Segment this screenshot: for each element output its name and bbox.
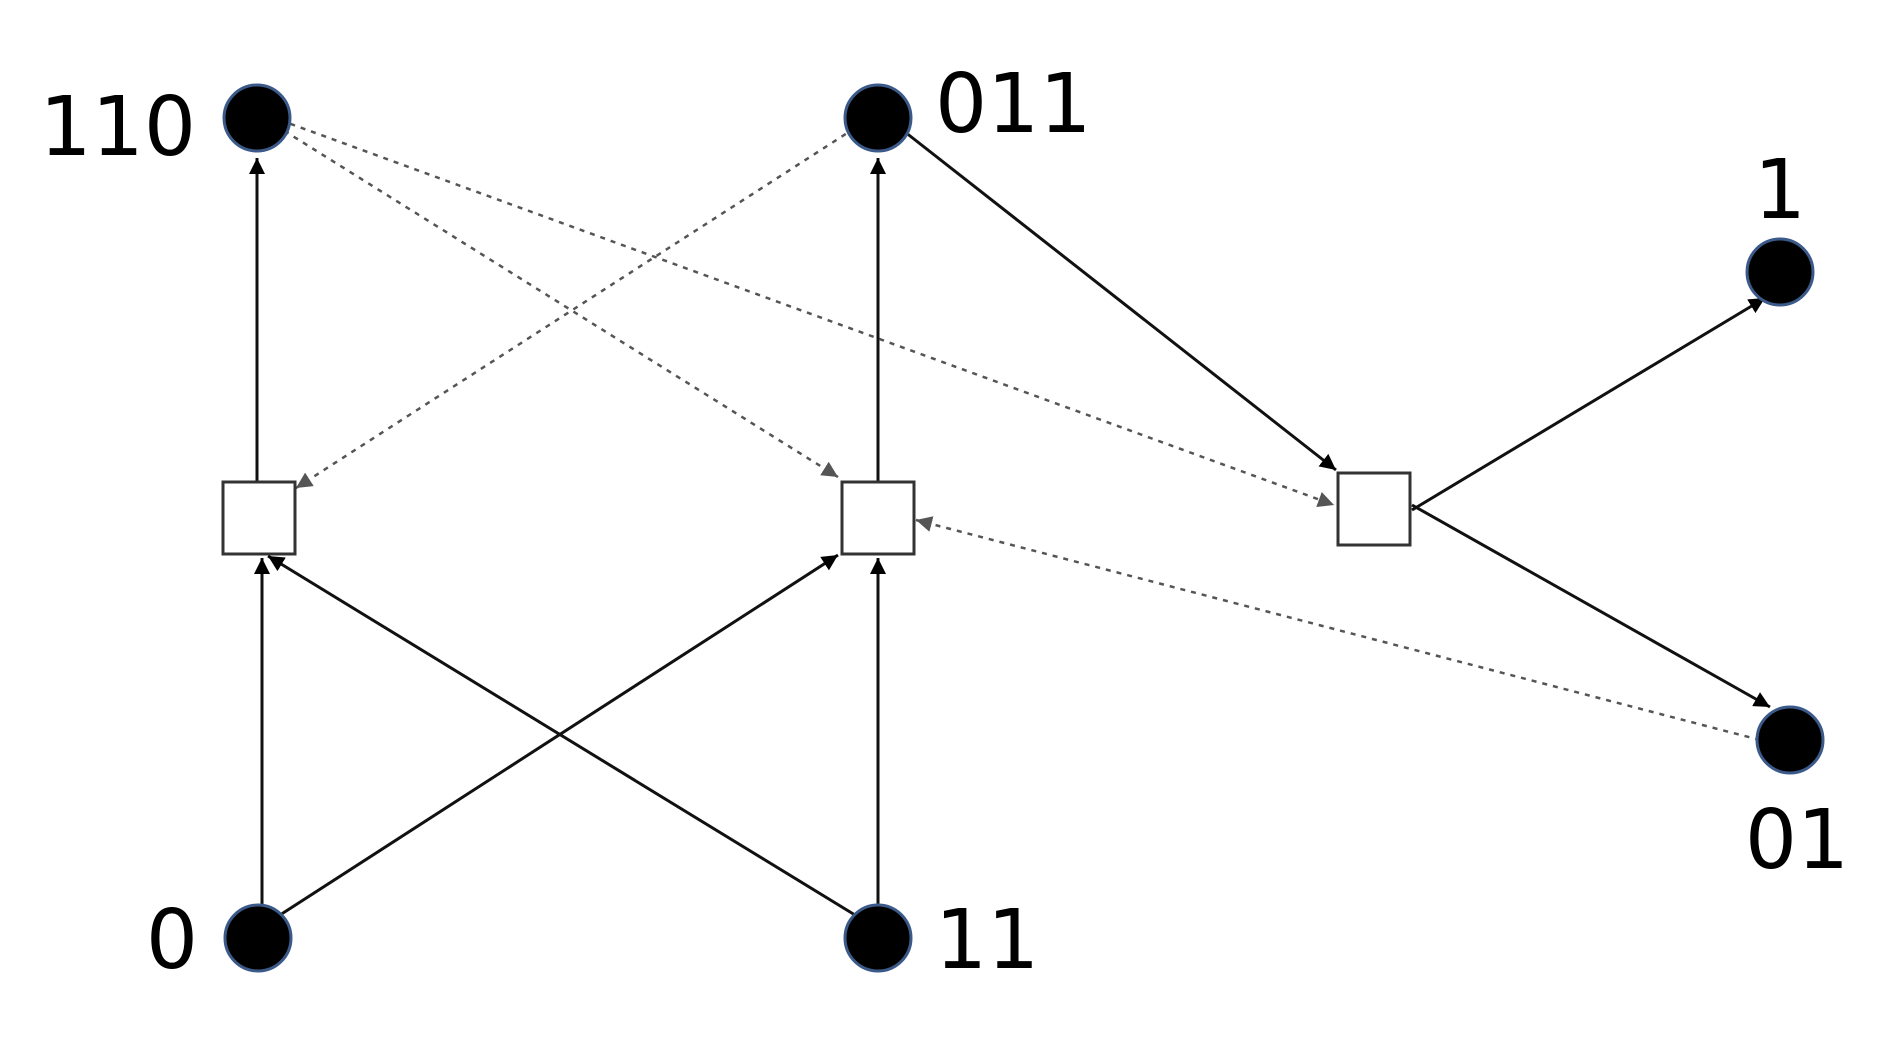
edge-011-to-factor-right: [904, 130, 1337, 472]
factor-middle: [840, 480, 916, 556]
edge-110-to-factor-middle: [274, 123, 839, 479]
factor-left: [221, 480, 297, 556]
variable-node-11: [843, 903, 913, 973]
factor-nodes: [221, 471, 1412, 556]
variable-nodes: [222, 83, 1825, 973]
edge-011-to-factor-left: [295, 126, 856, 490]
edge-factor-right-to-1: [1411, 296, 1766, 512]
edge-factor-right-to-01: [1411, 503, 1771, 709]
node-labels: 110 011 1 0 11 01: [39, 57, 1849, 988]
label-110: 110: [39, 80, 196, 175]
label-01: 01: [1745, 793, 1849, 888]
label-11: 11: [935, 893, 1039, 988]
variable-node-110: [222, 83, 292, 153]
edge-01-to-factor-middle: [915, 516, 1761, 742]
dotted-edges: [274, 118, 1761, 742]
factor-right: [1336, 471, 1412, 547]
variable-node-011: [843, 83, 913, 153]
label-011: 011: [935, 57, 1092, 152]
variable-node-01: [1755, 705, 1825, 775]
solid-edges: [249, 130, 1771, 917]
variable-node-0: [223, 903, 293, 973]
edge-11-to-factor-left: [267, 554, 856, 917]
label-0: 0: [146, 893, 198, 988]
variable-node-1: [1745, 237, 1815, 307]
edge-110-to-factor-right: [279, 118, 1335, 508]
label-1: 1: [1754, 143, 1806, 238]
